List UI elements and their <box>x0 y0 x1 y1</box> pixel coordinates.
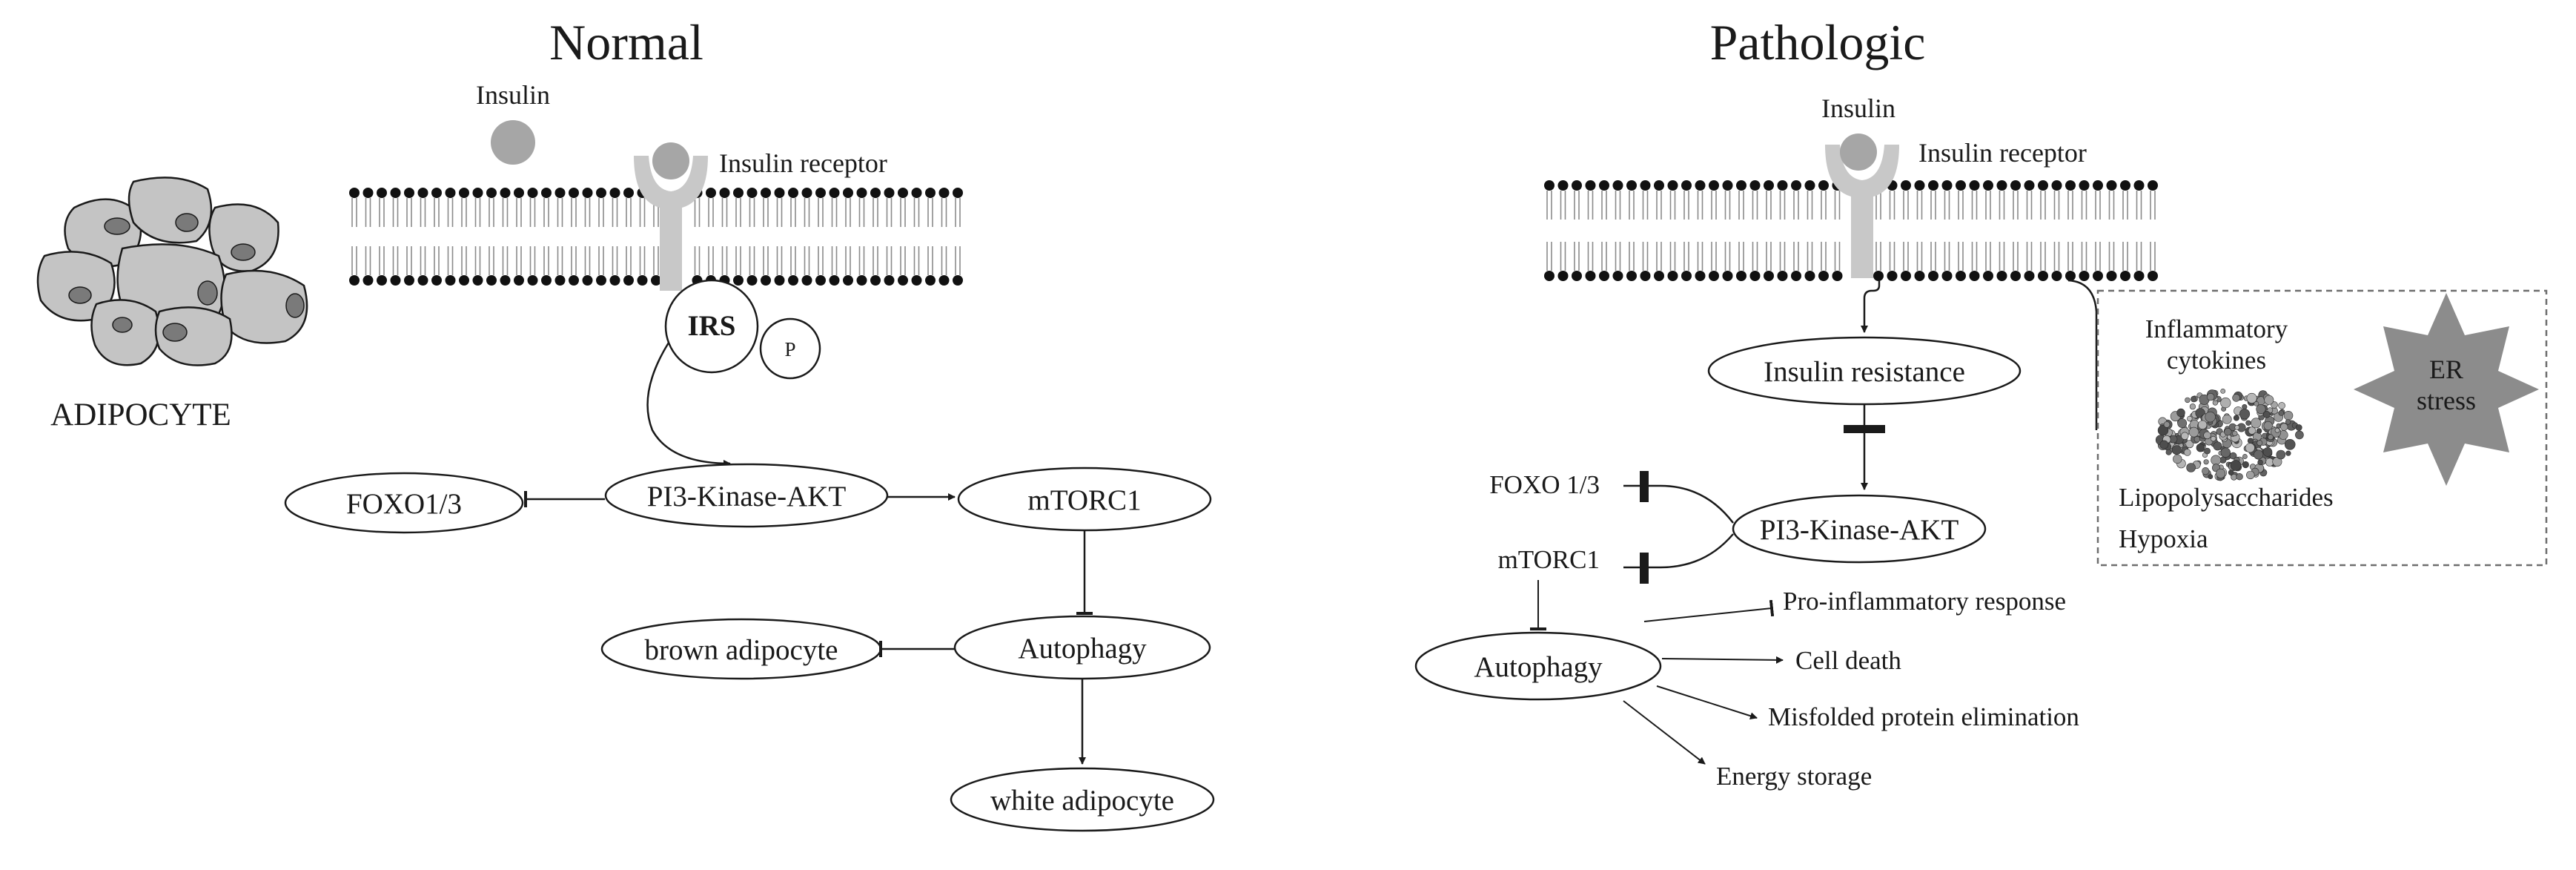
foxo-block-bar <box>1640 471 1649 502</box>
er-stress-star-icon <box>2354 293 2539 486</box>
insulin-resistance-label: Insulin resistance <box>1764 356 1965 388</box>
resistance-block-bar <box>1844 425 1885 433</box>
patho-insulin-receptor-label: Insulin receptor <box>1918 138 2087 168</box>
hypoxia-label: Hypoxia <box>2119 524 2208 553</box>
irs-to-pi3k-arrow <box>646 342 731 467</box>
outcome-cell-death: Cell death <box>1795 646 1901 675</box>
normal-panel: Normal ADIPOCYTE Insulin <box>36 14 1215 832</box>
insulin-receptor-icon <box>634 142 708 291</box>
adipocyte-cluster-icon <box>36 177 308 366</box>
autophagy-to-proinflammatory-line <box>1643 599 1775 622</box>
cytokines-line1: Inflammatory <box>2145 314 2288 343</box>
p-label: P <box>784 338 795 360</box>
pi3k-node <box>604 463 889 528</box>
stress-factors-box <box>2096 289 2548 567</box>
autophagy-label: Autophagy <box>1018 633 1147 665</box>
insulin-receptor-label: Insulin receptor <box>719 148 887 178</box>
white-adipocyte-label: white adipocyte <box>990 785 1174 817</box>
brown-adipocyte-label: brown adipocyte <box>644 634 838 666</box>
patho-autophagy-node <box>1414 631 1662 701</box>
autophagy-to-energy-arrow <box>1623 700 1706 765</box>
insulin-label: Insulin <box>476 80 550 110</box>
patho-insulin-label: Insulin <box>1821 93 1895 123</box>
er-stress-line2: stress <box>2417 386 2476 415</box>
patho-autophagy-label: Autophagy <box>1474 651 1603 683</box>
foxo-node <box>284 472 524 534</box>
pathologic-title: Pathologic <box>1710 14 1926 70</box>
cytokines-line2: cytokines <box>2167 346 2266 375</box>
p-node <box>759 317 821 380</box>
irs-label: IRS <box>687 310 735 342</box>
patho-insulin-receptor-icon <box>1825 134 1899 278</box>
pi3k-to-mtorc-line <box>1623 533 1734 569</box>
pi3k-label: PI3-Kinase-AKT <box>647 481 847 513</box>
patho-membrane-bilayer-icon <box>1544 180 2158 281</box>
patho-mtorc-label: mTORC1 <box>1498 545 1600 574</box>
normal-title: Normal <box>549 14 703 70</box>
outcome-misfolded: Misfolded protein elimination <box>1768 702 2079 731</box>
foxo-label: FOXO1/3 <box>346 488 462 520</box>
lps-label: Lipopolysaccharides <box>2119 483 2334 512</box>
outcome-energy-storage: Energy storage <box>1716 762 1872 791</box>
membrane-bilayer-icon <box>349 188 963 286</box>
mtorc-block-bar <box>1640 553 1649 584</box>
cytokine-cluster-icon <box>2155 389 2304 481</box>
white-adipocyte-node <box>950 767 1215 832</box>
adipocyte-label: ADIPOCYTE <box>50 398 231 432</box>
er-stress-line1: ER <box>2429 355 2463 384</box>
autophagy-to-misfolded-arrow <box>1656 685 1758 720</box>
pi3k-to-foxo-line <box>1623 484 1734 524</box>
patho-pi3k-label: PI3-Kinase-AKT <box>1760 514 1959 546</box>
pathologic-panel: Pathologic Insulin Insulin receptor Insu… <box>1414 14 2548 791</box>
mtorc-label: mTORC1 <box>1027 484 1141 516</box>
irs-node <box>664 279 759 374</box>
receptor-to-resistance-arrow <box>1861 280 1881 333</box>
patho-pi3k-node <box>1732 494 1987 564</box>
outcome-proinflammatory: Pro-inflammatory response <box>1783 587 2066 616</box>
cell-membrane <box>349 188 963 286</box>
insulin-molecule-icon <box>491 120 535 165</box>
autophagy-to-celldeath-arrow <box>1661 656 1784 664</box>
patho-foxo-label: FOXO 1/3 <box>1489 470 1600 499</box>
membrane-to-stress-line <box>2067 279 2098 430</box>
